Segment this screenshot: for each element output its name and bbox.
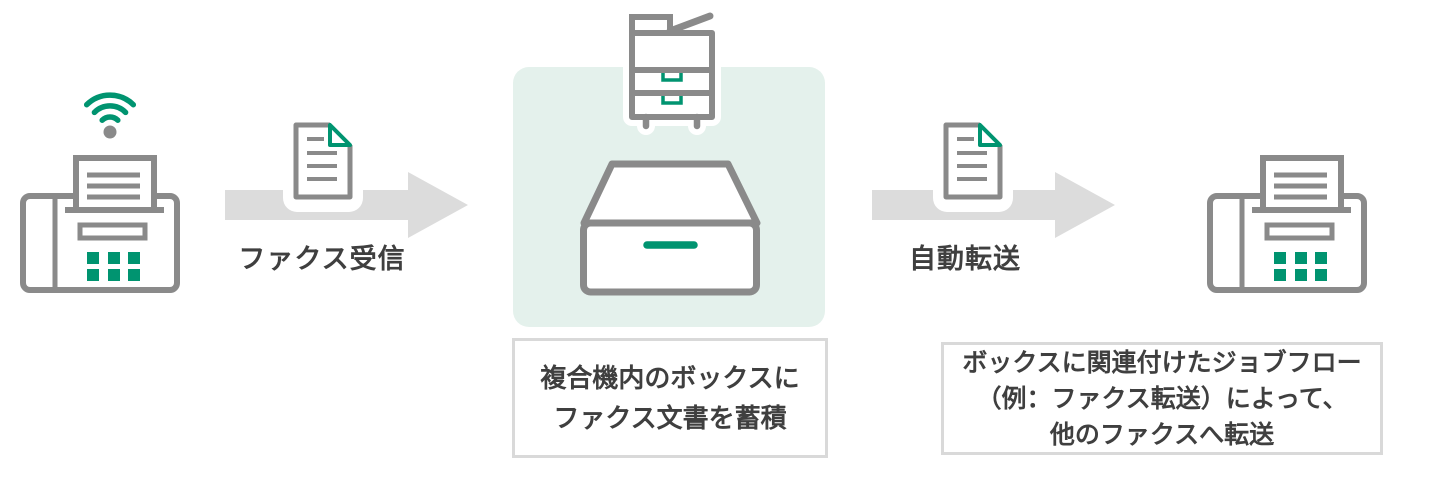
right-caption-line-1: ボックスに関連付けたジョブフロー bbox=[962, 348, 1362, 377]
right-caption-line-2: （例：ファクス転送）によって、 bbox=[976, 384, 1348, 413]
center-caption-box: 複合機内のボックスに ファクス文書を蓄積 bbox=[512, 338, 828, 458]
wifi-icon bbox=[83, 92, 137, 139]
step-forward-label: 自動転送 bbox=[909, 244, 1021, 274]
document-icon bbox=[293, 122, 353, 200]
right-caption-box: ボックスに関連付けたジョブフロー （例：ファクス転送）によって、 他のファクスへ… bbox=[941, 342, 1383, 455]
document-icon bbox=[943, 122, 1003, 200]
storage-box-icon bbox=[580, 160, 761, 296]
center-caption-line-1: 複合機内のボックスに bbox=[540, 363, 800, 393]
multifunction-printer-icon bbox=[623, 7, 721, 135]
right-caption-line-3: 他のファクスへ転送 bbox=[1049, 420, 1275, 449]
center-caption-line-2: ファクス文書を蓄積 bbox=[553, 403, 787, 433]
receiver-fax-machine-icon bbox=[1207, 155, 1367, 293]
sender-fax-machine-icon bbox=[20, 155, 180, 293]
step-receive-label: ファクス受信 bbox=[238, 244, 406, 274]
